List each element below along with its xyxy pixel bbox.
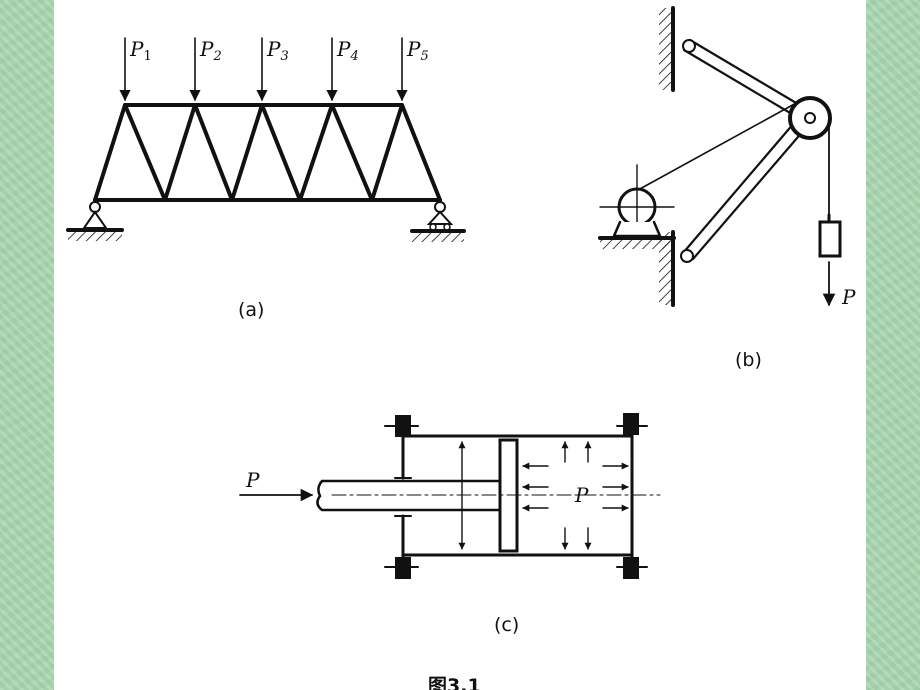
load-label-p3: P3 <box>266 37 289 64</box>
upper-hinge <box>682 39 696 53</box>
winch <box>598 164 676 249</box>
load-label-p2: P2 <box>199 37 222 64</box>
upper-bar <box>682 38 810 122</box>
bolt-bottom-right <box>616 557 648 579</box>
input-force-label: P <box>245 468 260 492</box>
load-label-p4: P4 <box>336 37 359 64</box>
lower-wall <box>659 230 675 307</box>
load-label-p5: P5 <box>406 37 429 64</box>
top-wall <box>659 6 675 92</box>
lower-strut <box>681 114 812 261</box>
panel-b-load-label: P <box>841 285 856 309</box>
load-label-p1: P1 <box>129 37 152 64</box>
panel-c-caption: (c) <box>494 614 519 636</box>
figure-sheet <box>54 0 866 690</box>
rope-to-winch <box>637 101 799 191</box>
right-roller-support <box>410 201 466 242</box>
bolt-top-right <box>616 413 648 435</box>
left-pin-support <box>66 201 124 241</box>
panel-b-crane <box>598 6 842 307</box>
figure-caption: 图3.1 <box>428 675 481 690</box>
hanging-weight <box>818 220 842 258</box>
panel-a-truss <box>66 37 466 242</box>
truss-web <box>93 103 442 202</box>
pulley-axle <box>804 112 816 124</box>
panel-a-caption: (a) <box>238 299 264 321</box>
bolt-top-left <box>384 415 419 437</box>
panel-c-cylinder <box>239 413 661 579</box>
pressure-label: P <box>574 483 589 507</box>
bolt-bottom-left <box>384 557 419 579</box>
panel-b-caption: (b) <box>735 349 762 371</box>
lower-hinge <box>680 249 694 263</box>
